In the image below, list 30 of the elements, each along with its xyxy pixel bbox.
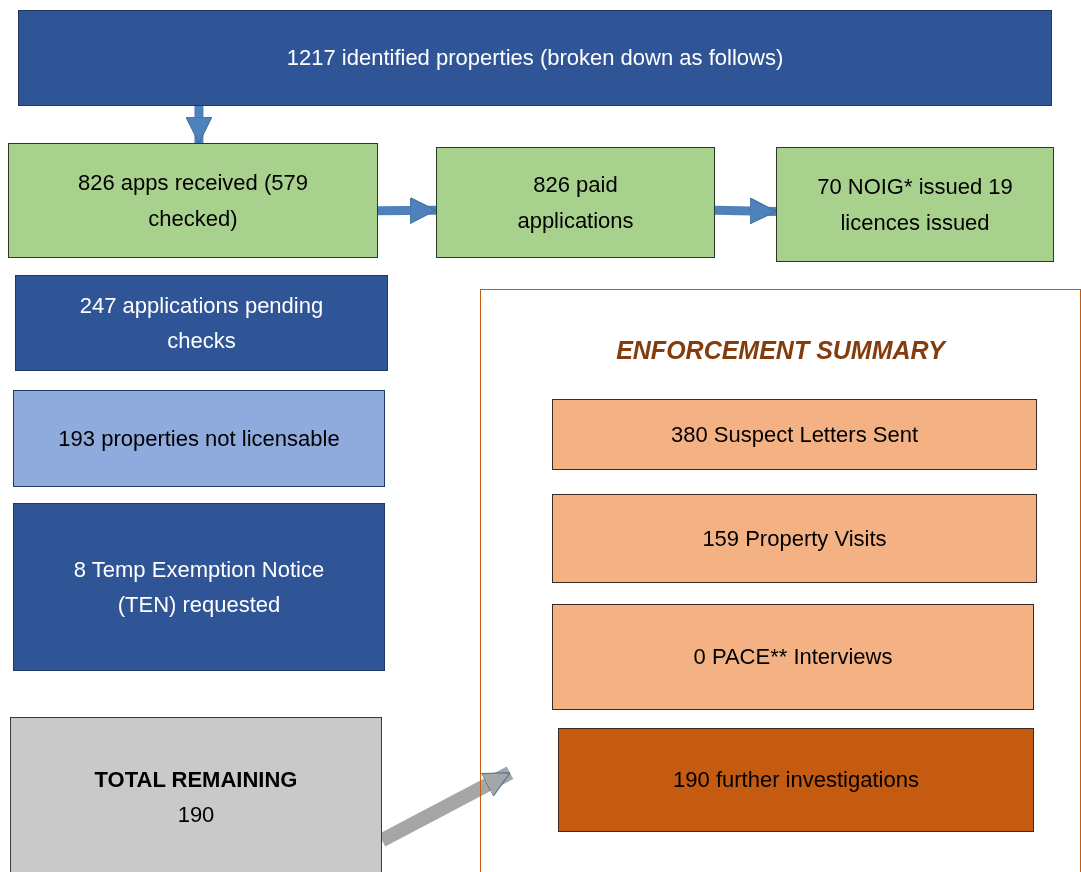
enforcement-box (552, 399, 1037, 470)
status-box (13, 503, 385, 671)
box-label: 380 Suspect Letters Sent (670, 420, 919, 449)
box-label: 159 Property Visits (702, 524, 887, 553)
box-label: 70 NOIG* issued 19 licences issued (817, 173, 1013, 237)
block-arrow (714, 197, 777, 225)
enforcement-box (552, 494, 1037, 583)
status-box (13, 390, 385, 487)
panel-title: ENFORCEMENT SUMMARY (616, 335, 945, 366)
box-label: 190 further investigations (673, 766, 919, 795)
total-value: 190 (177, 801, 215, 829)
box-label: 8 Temp Exemption Notice (TEN) requested (72, 555, 326, 619)
process-box (8, 143, 378, 258)
total-box (10, 717, 382, 872)
enforcement-box (552, 604, 1034, 710)
box-label: 826 paid applications (516, 171, 635, 235)
block-arrow (185, 106, 213, 144)
summary-box (18, 10, 1052, 106)
total-label: TOTAL REMAINING (94, 765, 298, 794)
box-label: 193 properties not licensable (58, 424, 340, 453)
box-label: 247 applications pending checks (78, 291, 325, 355)
block-arrow (377, 197, 437, 225)
status-box (15, 275, 388, 371)
box-label: 826 apps received (579 checked) (77, 169, 309, 233)
highlight-box (558, 728, 1034, 832)
process-box (436, 147, 715, 258)
enforcement-panel (480, 289, 1081, 872)
process-box (776, 147, 1054, 262)
box-label: 1217 identified properties (broken down as follows) (286, 44, 784, 73)
box-label: 0 PACE** Interviews (693, 643, 893, 672)
